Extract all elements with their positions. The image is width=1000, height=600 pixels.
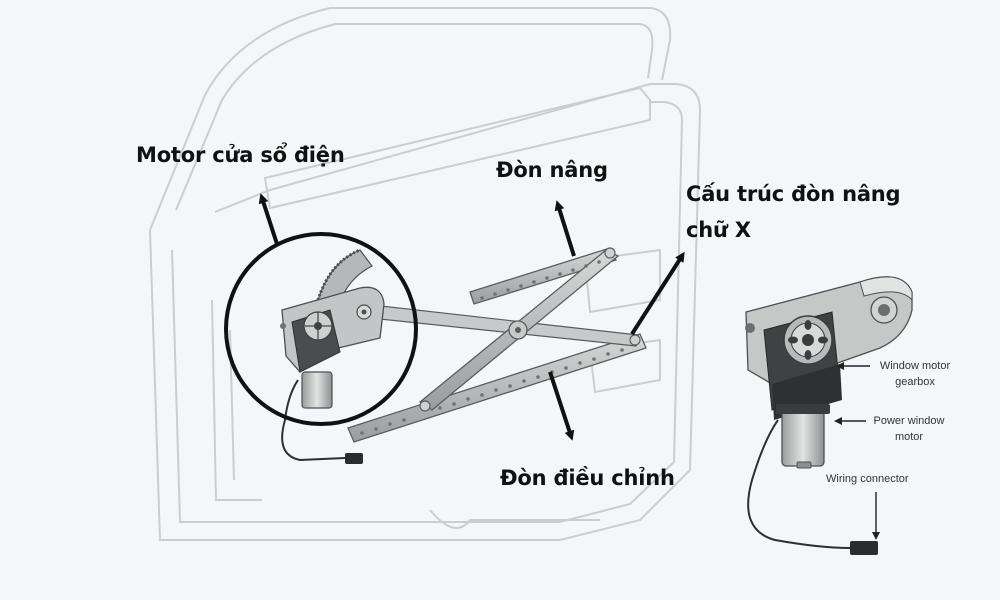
label-x-scissor-line2: chữ X [686,218,751,242]
label-adjust-arm: Đòn điều chỉnh [500,466,675,490]
detail-motor-illustration [745,276,913,555]
label-gearbox-line1: Window motor [879,360,951,372]
label-gearbox-line2: gearbox [895,376,935,388]
regulator-assembly [347,247,647,443]
label-wiring-connector: Wiring connector [826,473,909,485]
arrow-motor [258,193,279,245]
arrow-lift-arm [554,200,576,257]
label-gearbox: Window motor gearbox [873,358,957,390]
label-motor-line2: motor [894,431,924,443]
label-motor-line1: Power window [873,415,945,427]
label-x-scissor-line1: Cấu trúc đòn nâng [686,182,901,206]
callout-arrows [258,193,685,441]
label-lift-arm: Đòn nâng [496,158,608,182]
motor-illustration [280,248,385,464]
label-power-window-motor: Power window motor [867,413,951,445]
arrow-x-scissor [630,251,685,336]
detail-callout-arrows [834,362,880,540]
car-door-outline [149,7,702,541]
label-motor: Motor cửa sổ điện [136,143,345,167]
motor-highlight-circle [224,232,418,426]
arrow-adjust-arm [548,371,575,441]
